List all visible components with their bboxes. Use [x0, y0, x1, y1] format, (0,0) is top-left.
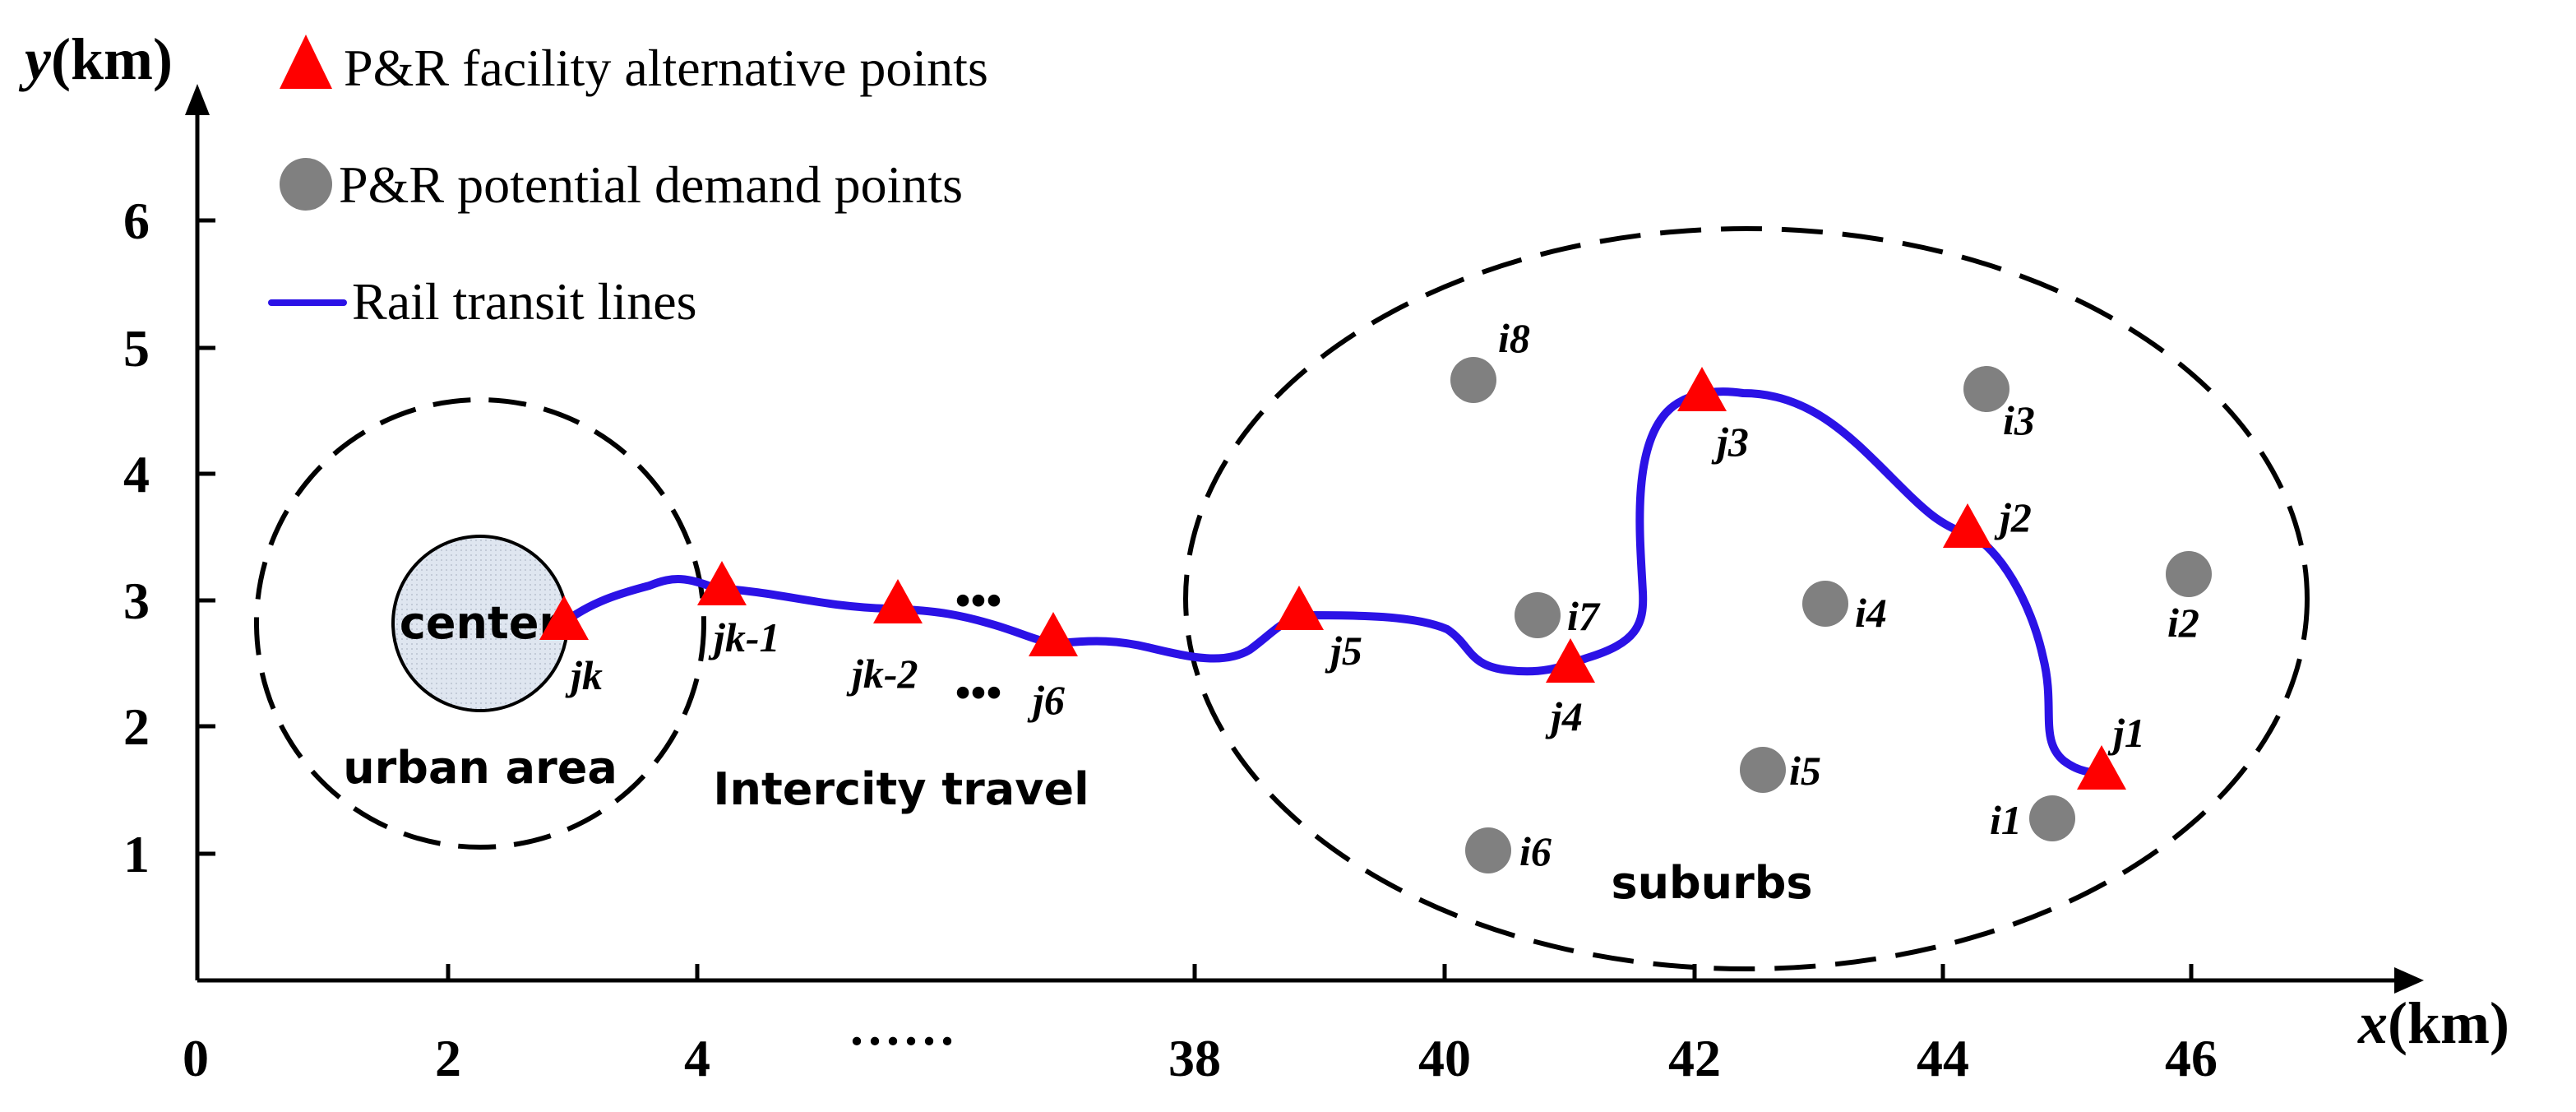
x-origin-label: 0 — [183, 1029, 209, 1087]
demand-label-i1: i1 — [1990, 797, 2022, 843]
facility-point-j6 — [1029, 612, 1078, 656]
rail-transit-line — [557, 387, 2105, 776]
demand-label-i3: i3 — [2003, 397, 2035, 443]
facility-label-j6: j6 — [1027, 677, 1065, 723]
facility-point-jk — [539, 595, 589, 640]
facility-label-jk-2: jk-2 — [846, 651, 918, 697]
legend: P&R facility alternative points P&R pote… — [268, 35, 988, 331]
suburbs-label: suburbs — [1611, 857, 1812, 909]
urban-area-label: urban area — [343, 742, 617, 794]
facility-label-j1: j1 — [2107, 710, 2145, 756]
x-tick-label: 4 — [684, 1029, 710, 1087]
x-axis-break-dots: ...... — [850, 998, 959, 1056]
y-tick-label: 3 — [123, 572, 150, 630]
facility-label-j5: j5 — [1325, 628, 1362, 674]
legend-rail-label: Rail transit lines — [352, 272, 697, 331]
demand-label-i6: i6 — [1519, 828, 1552, 874]
demand-point-i5 — [1740, 747, 1786, 793]
y-axis-title-unit: (km) — [51, 26, 173, 92]
facility-point-jk-2 — [873, 579, 923, 623]
x-tick-label: 46 — [2165, 1029, 2218, 1087]
x-axis-arrow — [2394, 967, 2424, 994]
legend-facility-label: P&R facility alternative points — [344, 39, 988, 97]
facility-label-jk-1: jk-1 — [708, 614, 780, 660]
y-tick-label: 2 — [123, 697, 150, 756]
demand-point-i8 — [1450, 357, 1496, 403]
y-axis-title: y(km) — [18, 26, 173, 92]
x-tick-label: 40 — [1418, 1029, 1471, 1087]
demand-label-i4: i4 — [1855, 590, 1887, 636]
facility-label-j3: j3 — [1711, 419, 1749, 465]
suburbs-boundary — [1183, 226, 2310, 971]
demand-point-i6 — [1465, 827, 1511, 873]
x-tick-label: 42 — [1668, 1029, 1721, 1087]
y-tick-label: 5 — [123, 319, 150, 378]
demand-label-i7: i7 — [1567, 593, 1601, 639]
demand-point-i2 — [2166, 551, 2212, 597]
demand-point-i1 — [2029, 795, 2075, 841]
legend-facility-triangle — [280, 35, 332, 89]
x-axis-title-unit: (km) — [2388, 990, 2509, 1056]
facility-points: jk jk-1 jk-2 j6 j5 j4 j3 j2 j1 — [539, 367, 2145, 790]
x-tick-label: 2 — [435, 1029, 461, 1087]
regions: center urban area Intercity travel subur… — [254, 226, 2310, 971]
y-axis-title-letter: y — [18, 26, 52, 92]
axes: 0 2 4 ...... 38 40 42 44 46 1 2 3 4 5 6 … — [18, 26, 2509, 1087]
legend-demand-label: P&R potential demand points — [339, 155, 963, 214]
demand-label-i2: i2 — [2167, 600, 2199, 646]
x-tick-label: 38 — [1168, 1029, 1221, 1087]
y-tick-label: 4 — [123, 445, 150, 503]
demand-label-i5: i5 — [1789, 748, 1821, 794]
x-axis-title-letter: x — [2357, 990, 2388, 1056]
x-axis-title: x(km) — [2357, 990, 2509, 1056]
center-label: center — [400, 597, 562, 649]
facility-point-j5 — [1274, 586, 1324, 630]
facility-point-j2 — [1943, 503, 1992, 548]
ellipsis-bottom: ••• — [955, 668, 1002, 717]
demand-point-i4 — [1802, 581, 1848, 627]
intercity-travel-label: Intercity travel — [713, 763, 1089, 815]
demand-point-i3 — [1963, 366, 2009, 412]
demand-label-i8: i8 — [1498, 315, 1530, 361]
facility-point-j3 — [1677, 367, 1727, 411]
facility-label-jk: jk — [565, 652, 603, 698]
x-tick-label: 44 — [1917, 1029, 1969, 1087]
y-axis-arrow — [185, 84, 210, 115]
y-tick-label: 1 — [123, 825, 150, 883]
urban-area-boundary — [254, 397, 706, 850]
facility-label-j2: j2 — [1994, 494, 2032, 540]
facility-label-j4: j4 — [1545, 693, 1583, 739]
legend-demand-circle — [280, 158, 332, 211]
facility-point-jk-1 — [697, 561, 747, 605]
facility-point-j1 — [2077, 745, 2126, 790]
demand-points: i1 i2 i3 i4 i5 i6 i7 i8 — [1450, 315, 2212, 874]
facility-point-j4 — [1546, 638, 1595, 683]
y-tick-label: 6 — [123, 192, 150, 250]
demand-point-i7 — [1515, 592, 1561, 638]
